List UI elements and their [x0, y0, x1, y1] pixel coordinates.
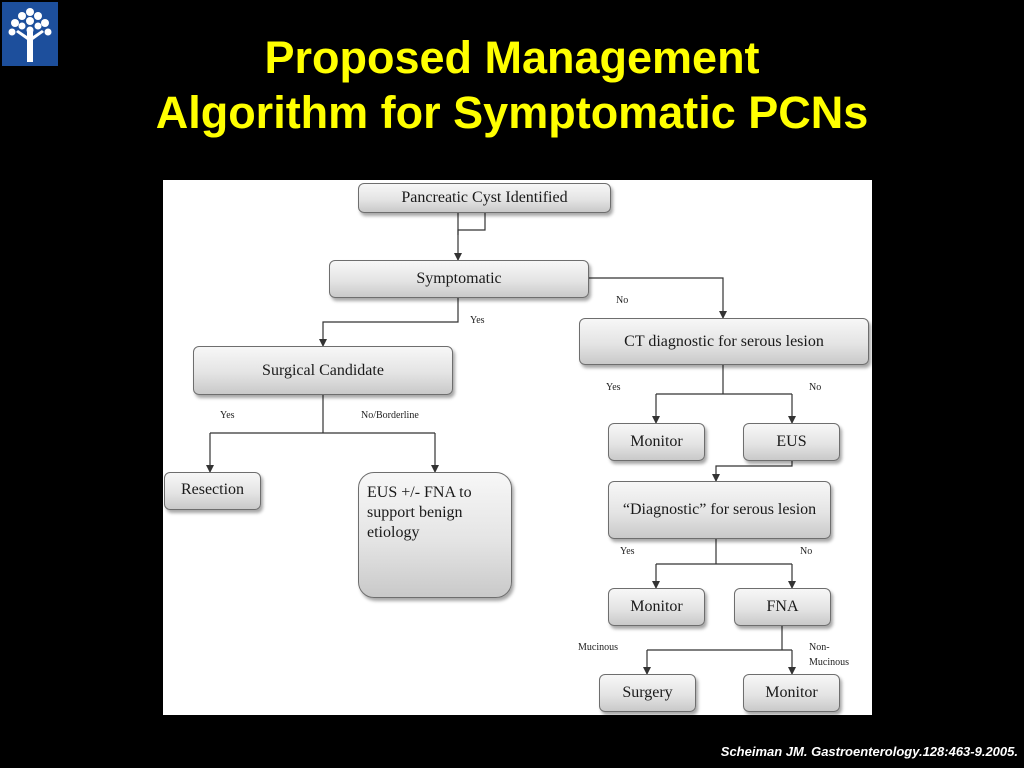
node-label: Pancreatic Cyst Identified — [401, 189, 568, 206]
connector — [454, 211, 486, 261]
node-diagnostic-serous: “Diagnostic” for serous lesion — [608, 481, 831, 539]
connector — [712, 461, 793, 482]
edge-label-diag-yes: Yes — [620, 546, 635, 557]
connector — [589, 277, 727, 319]
edge-label-fna-mucinous: Mucinous — [578, 642, 618, 653]
node-label: Resection — [180, 481, 245, 498]
tree-icon — [8, 8, 52, 62]
node-label: Symptomatic — [416, 270, 502, 287]
edge-label-diag-no: No — [800, 546, 813, 557]
edge-label-fna-non-mucinous-2: Mucinous — [809, 657, 849, 668]
node-label: EUS — [776, 433, 807, 450]
node-label: “Diagnostic” for serous lesion — [622, 501, 817, 518]
node-symptomatic: Symptomatic — [329, 260, 589, 298]
node-resection: Resection — [164, 472, 261, 510]
edge-label-ct-yes: Yes — [606, 382, 621, 393]
edge-label-candidate-yes: Yes — [220, 410, 235, 421]
node-label: Monitor — [630, 433, 683, 450]
title-line-2: Algorithm for Symptomatic PCNs — [155, 87, 869, 138]
node-label: EUS +/- FNA to support benign etiology — [367, 484, 472, 541]
connector — [319, 297, 459, 347]
node-label: CT diagnostic for serous lesion — [624, 332, 824, 350]
edge-label-candidate-no: No/Borderline — [361, 410, 419, 421]
node-cyst-identified: Pancreatic Cyst Identified — [358, 183, 611, 213]
node-ct-diagnostic: CT diagnostic for serous lesion — [579, 318, 869, 365]
logo — [2, 2, 58, 66]
node-label: Monitor — [765, 684, 818, 701]
node-surgical-candidate: Surgical Candidate — [193, 346, 453, 395]
node-monitor-non-mucinous: Monitor — [743, 674, 840, 712]
node-label: FNA — [766, 598, 799, 615]
node-label: Surgery — [622, 684, 673, 701]
node-monitor-diag-yes: Monitor — [608, 588, 705, 626]
title-line-1: Proposed Management — [264, 32, 760, 83]
edge-label-fna-non-mucinous-1: Non- — [809, 642, 830, 653]
node-eus: EUS — [743, 423, 840, 461]
node-monitor-ct-yes: Monitor — [608, 423, 705, 461]
citation: Scheiman JM. Gastroenterology.128:463-9.… — [720, 744, 1018, 759]
node-surgery: Surgery — [599, 674, 696, 712]
edge-label-ct-no: No — [809, 382, 822, 393]
node-eus-fna: EUS +/- FNA to support benign etiology — [358, 472, 512, 598]
node-label: Surgical Candidate — [262, 361, 384, 379]
slide-title: Proposed Management Algorithm for Sympto… — [0, 30, 1024, 140]
node-fna: FNA — [734, 588, 831, 626]
edge-label-symptomatic-no: No — [616, 295, 629, 306]
flowchart-diagram: Pancreatic Cyst Identified Symptomatic S… — [163, 180, 872, 715]
edge-label-symptomatic-yes: Yes — [470, 315, 485, 326]
flowchart-connectors — [206, 211, 796, 675]
node-label: Monitor — [630, 598, 683, 615]
